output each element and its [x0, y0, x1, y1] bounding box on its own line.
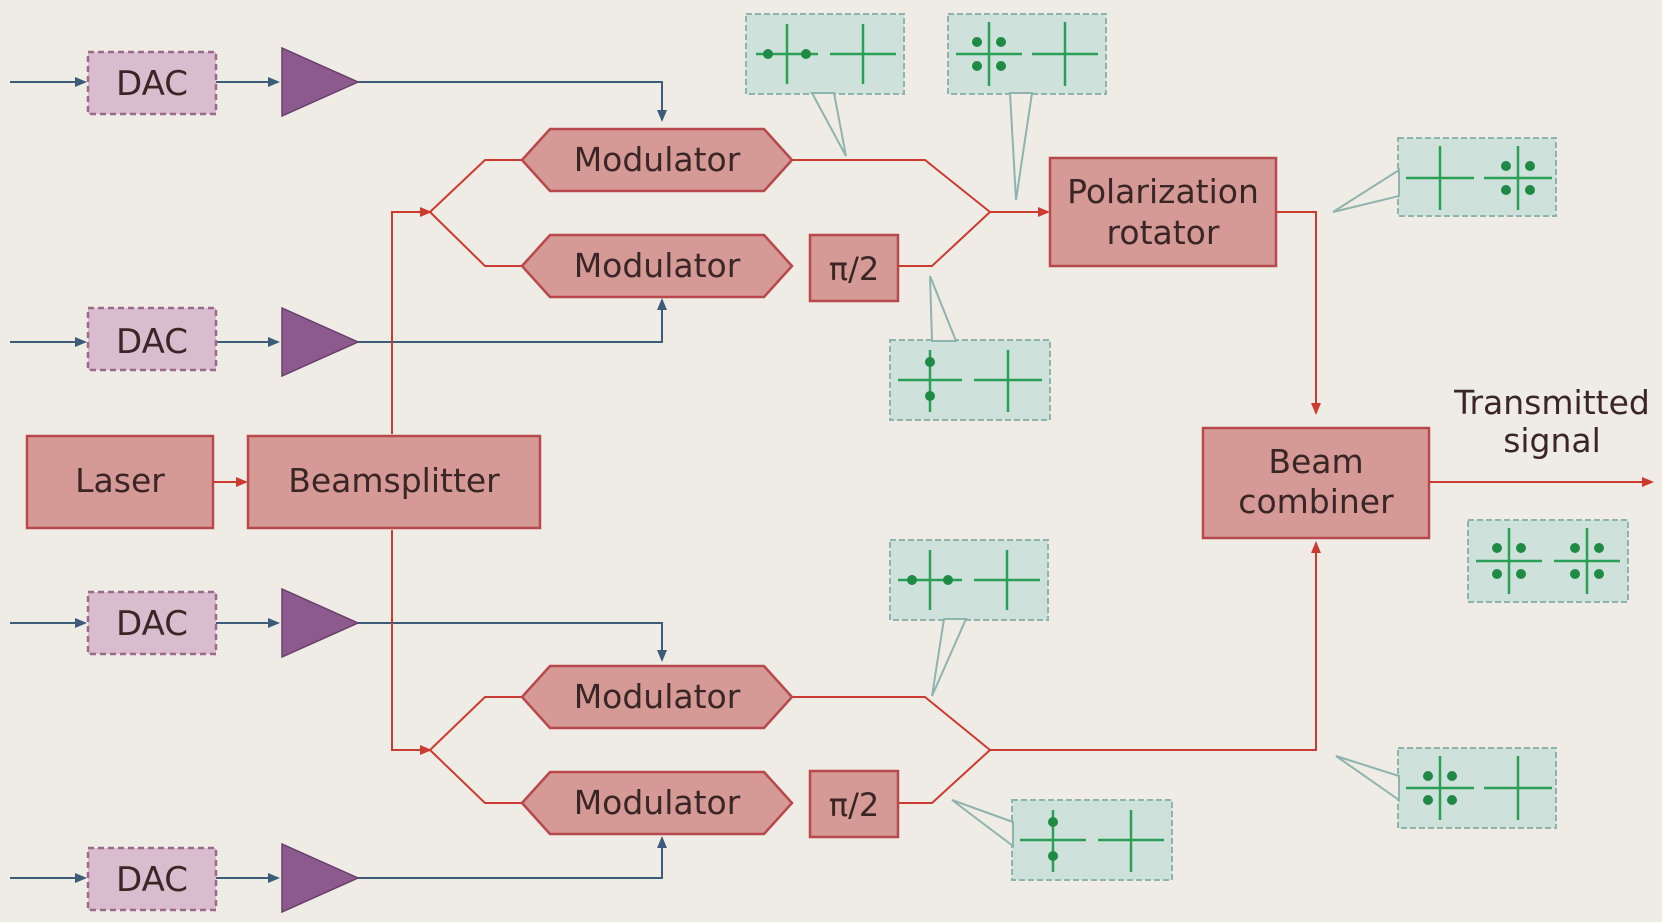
beamsplitter-block: Beamsplitter: [246, 434, 542, 530]
optical-wiring: [213, 159, 1654, 804]
phase-shifter-label: π/2: [829, 786, 879, 824]
constellation-callout-6: [889, 539, 1049, 697]
dac-1: DAC: [86, 50, 218, 116]
beamsplitter-label: Beamsplitter: [288, 461, 500, 500]
dac-label: DAC: [116, 860, 188, 900]
modulator-label: Modulator: [574, 246, 741, 285]
dac-3: DAC: [86, 590, 218, 656]
beam-combiner-block: Beam combiner: [1201, 426, 1431, 540]
amplifier-3-icon: [281, 587, 360, 659]
modulator-1: Modulator: [520, 127, 794, 193]
constellation-callout-7: [1335, 747, 1557, 829]
constellation-callout-4: [1332, 137, 1557, 217]
laser-label: Laser: [75, 461, 165, 500]
constellation-callout-1: [745, 13, 905, 157]
constellation-callout-8: [951, 799, 1173, 881]
constellation-callout-3: [889, 275, 1051, 421]
electrical-wiring: [10, 77, 667, 883]
constellation-transmitted: [1467, 519, 1629, 603]
dac-label: DAC: [116, 64, 188, 104]
amplifier-1-icon: [281, 46, 360, 118]
polarization-rotator-label-line1: Polarization: [1067, 172, 1259, 211]
modulator-2: Modulator: [520, 233, 794, 299]
modulator-label: Modulator: [574, 677, 741, 716]
constellation-callout-2: [947, 13, 1107, 201]
transmitted-signal-label-line2: signal: [1503, 421, 1601, 460]
dac-2: DAC: [86, 306, 218, 372]
laser-block: Laser: [25, 434, 215, 530]
polarization-rotator-label-line2: rotator: [1107, 213, 1220, 252]
modulator-label: Modulator: [574, 140, 741, 179]
phase-shifter-bottom: π/2: [808, 769, 900, 839]
polarization-rotator-block: Polarization rotator: [1048, 156, 1278, 268]
dac-label: DAC: [116, 604, 188, 644]
dac-4: DAC: [86, 846, 218, 912]
modulator-3: Modulator: [520, 664, 794, 730]
transmitted-signal-label-line1: Transmitted: [1453, 383, 1650, 422]
beam-combiner-label-line1: Beam: [1268, 442, 1363, 481]
phase-shifter-top: π/2: [808, 233, 900, 303]
phase-shifter-label: π/2: [829, 250, 879, 288]
amplifier-2-icon: [281, 306, 360, 378]
amplifier-4-icon: [281, 842, 360, 914]
beam-combiner-label-line2: combiner: [1238, 482, 1394, 521]
dac-label: DAC: [116, 322, 188, 362]
modulator-4: Modulator: [520, 770, 794, 836]
modulator-label: Modulator: [574, 783, 741, 822]
